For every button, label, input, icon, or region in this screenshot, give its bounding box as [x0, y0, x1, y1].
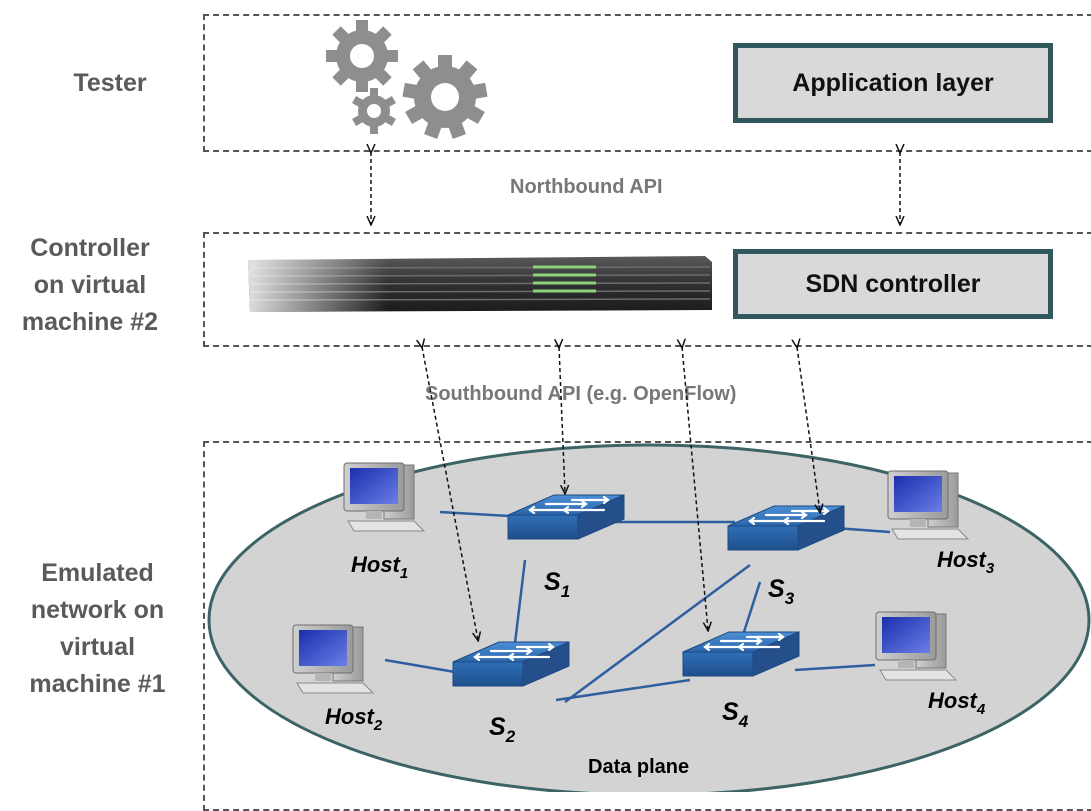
southbound-arrow-s2 [422, 347, 478, 640]
application-layer-label: Application layer [792, 68, 994, 97]
network-label-line-1: Emulated [41, 559, 154, 587]
sdn-controller-label: SDN controller [805, 269, 981, 298]
network-label-line-4: machine #1 [29, 670, 166, 698]
switch-s3-label: S3 [768, 575, 795, 608]
northbound-api-text: Northbound API [510, 176, 663, 198]
controller-label-line-3: machine #2 [21, 308, 159, 336]
host-1-icon [343, 462, 425, 532]
host-3-icon [887, 470, 969, 540]
network-label: Emulated network on virtual machine #1 [5, 555, 190, 703]
sdn-controller-box: SDN controller [733, 249, 1053, 319]
host-2-icon [292, 624, 374, 694]
diagram-canvas: S1 S2 S3 S4 Host1 Host2 Host3 Host4 Data… [207, 20, 1091, 792]
controller-region [203, 232, 1091, 347]
host-4-icon [875, 611, 957, 681]
host-2-label: Host2 [325, 704, 383, 734]
tester-label-text: Tester [73, 69, 147, 97]
southbound-api-label: Southbound API (e.g. OpenFlow) [425, 383, 736, 406]
controller-label: Controller on virtual machine #2 [0, 230, 180, 341]
host-3-label: Host3 [937, 547, 995, 577]
server-icon [248, 256, 712, 312]
switch-s2-label: S2 [489, 713, 516, 746]
switch-s1-label: S1 [544, 568, 570, 601]
southbound-arrow-s1 [559, 347, 565, 493]
host-1-label: Host1 [351, 552, 408, 582]
application-layer-box: Application layer [733, 43, 1053, 123]
data-plane-label: Data plane [588, 756, 689, 778]
controller-label-line-2: on virtual [33, 271, 147, 299]
switch-s4-label: S4 [722, 698, 749, 731]
controller-label-line-1: Controller [30, 234, 150, 262]
northbound-api-label: Northbound API [510, 176, 663, 199]
southbound-arrow-s4 [682, 347, 708, 630]
tester-region [203, 14, 1091, 152]
gears-icon [326, 20, 488, 139]
host-4-label: Host4 [928, 688, 986, 718]
network-label-line-3: virtual [59, 633, 136, 661]
southbound-api-text: Southbound API (e.g. OpenFlow) [425, 383, 737, 405]
network-label-line-2: network on [30, 596, 165, 624]
tester-label: Tester [40, 65, 180, 102]
